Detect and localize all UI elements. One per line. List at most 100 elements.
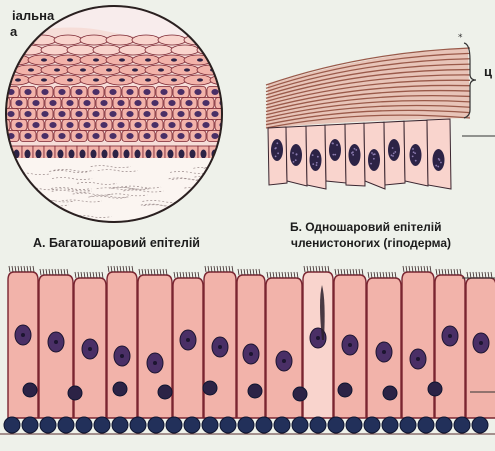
- basal-small-cell: [166, 417, 182, 433]
- chromatin-dot: [317, 156, 319, 158]
- spinous-cell: [0, 120, 10, 131]
- spinous-cell: [0, 131, 2, 142]
- intermediate-nucleus: [23, 383, 37, 397]
- cilium: [180, 272, 181, 278]
- spinous-nucleus: [83, 122, 90, 128]
- squamous-nucleus: [28, 68, 34, 71]
- cilium: [341, 269, 342, 275]
- spinous-nucleus: [41, 133, 48, 139]
- chromatin-dot: [334, 154, 336, 156]
- spinous-nucleus: [75, 133, 82, 139]
- cilium: [108, 266, 109, 272]
- chromatin-dot: [373, 154, 375, 156]
- cilium: [380, 272, 381, 278]
- basal-small-cell: [22, 417, 38, 433]
- chromatin-dot: [415, 160, 417, 162]
- cilium: [64, 269, 65, 275]
- cilium: [359, 269, 360, 275]
- spinous-nucleus: [15, 100, 22, 106]
- chromatin-dot: [437, 166, 439, 168]
- spinous-nucleus: [194, 89, 201, 95]
- squamous-cell: [67, 45, 95, 55]
- spinous-nucleus: [117, 122, 124, 128]
- cilium: [439, 269, 440, 275]
- spinous-nucleus: [126, 111, 133, 117]
- squamous-cell: [158, 35, 186, 45]
- cilium: [412, 266, 413, 272]
- chromatin-dot: [312, 163, 314, 165]
- basal-nucleus: [201, 150, 207, 159]
- basal-small-cell: [454, 417, 470, 433]
- spinous-nucleus: [7, 111, 14, 117]
- cilium: [58, 269, 59, 275]
- chromatin-dot: [296, 154, 298, 156]
- cilium: [374, 272, 375, 278]
- basal-nucleus: [223, 150, 229, 159]
- chromatin-dot: [274, 148, 276, 150]
- squamous-nucleus: [93, 78, 99, 81]
- cilium: [52, 269, 53, 275]
- cilium: [395, 272, 396, 278]
- cilium: [166, 269, 167, 275]
- spinous-nucleus: [160, 133, 167, 139]
- cilium: [93, 272, 94, 278]
- spinous-nucleus: [83, 100, 90, 106]
- spinous-nucleus: [177, 89, 184, 95]
- chromatin-dot: [439, 159, 441, 161]
- cilium: [30, 266, 31, 272]
- cilium: [27, 266, 28, 272]
- squamous-cell: [223, 45, 251, 55]
- hypodermis-nucleus: [349, 144, 361, 166]
- squamous-nucleus: [119, 58, 125, 61]
- basal-nucleus: [190, 150, 196, 159]
- cilium: [189, 272, 190, 278]
- chromatin-dot: [355, 149, 357, 151]
- cilium: [75, 272, 76, 278]
- cilium: [61, 269, 62, 275]
- basal-small-cell: [328, 417, 344, 433]
- spinous-nucleus: [168, 100, 175, 106]
- spinous-nucleus: [202, 100, 209, 106]
- chromatin-dot: [412, 156, 414, 158]
- basal-small-cell: [184, 417, 200, 433]
- nucleolus: [249, 352, 253, 356]
- nucleolus: [316, 336, 320, 340]
- nucleolus: [416, 357, 420, 361]
- cilium: [154, 269, 155, 275]
- asterisk-mark: *: [458, 33, 463, 43]
- cilium: [467, 272, 468, 278]
- cilium: [217, 266, 218, 272]
- cilium: [232, 266, 233, 272]
- spinous-nucleus: [49, 122, 56, 128]
- squamous-nucleus: [132, 68, 138, 71]
- squamous-cell: [0, 75, 4, 85]
- cilium: [43, 269, 44, 275]
- chromatin-dot: [371, 152, 373, 154]
- cilium: [55, 269, 56, 275]
- squamous-cell: [0, 45, 17, 55]
- squamous-nucleus: [236, 68, 242, 71]
- cilium: [18, 266, 19, 272]
- cilium: [273, 272, 274, 278]
- basal-small-cell: [346, 417, 362, 433]
- cilium: [476, 272, 477, 278]
- squamous-cell: [41, 45, 69, 55]
- cilium: [214, 266, 215, 272]
- cilium: [84, 272, 85, 278]
- spinous-nucleus: [100, 122, 107, 128]
- squamous-cell: [106, 35, 134, 45]
- chromatin-dot: [295, 159, 297, 161]
- cilium: [148, 269, 149, 275]
- cilium: [377, 272, 378, 278]
- basal-small-cell: [238, 417, 254, 433]
- spinous-nucleus: [32, 122, 39, 128]
- spinous-cell: [224, 87, 240, 98]
- squamous-cell: [54, 35, 82, 45]
- cilium: [285, 272, 286, 278]
- spinous-nucleus: [211, 111, 218, 117]
- right-cut-label: ц: [484, 64, 492, 79]
- spinous-cell: [232, 98, 248, 109]
- spinous-nucleus: [41, 111, 48, 117]
- cilium: [356, 269, 357, 275]
- cilium: [102, 272, 103, 278]
